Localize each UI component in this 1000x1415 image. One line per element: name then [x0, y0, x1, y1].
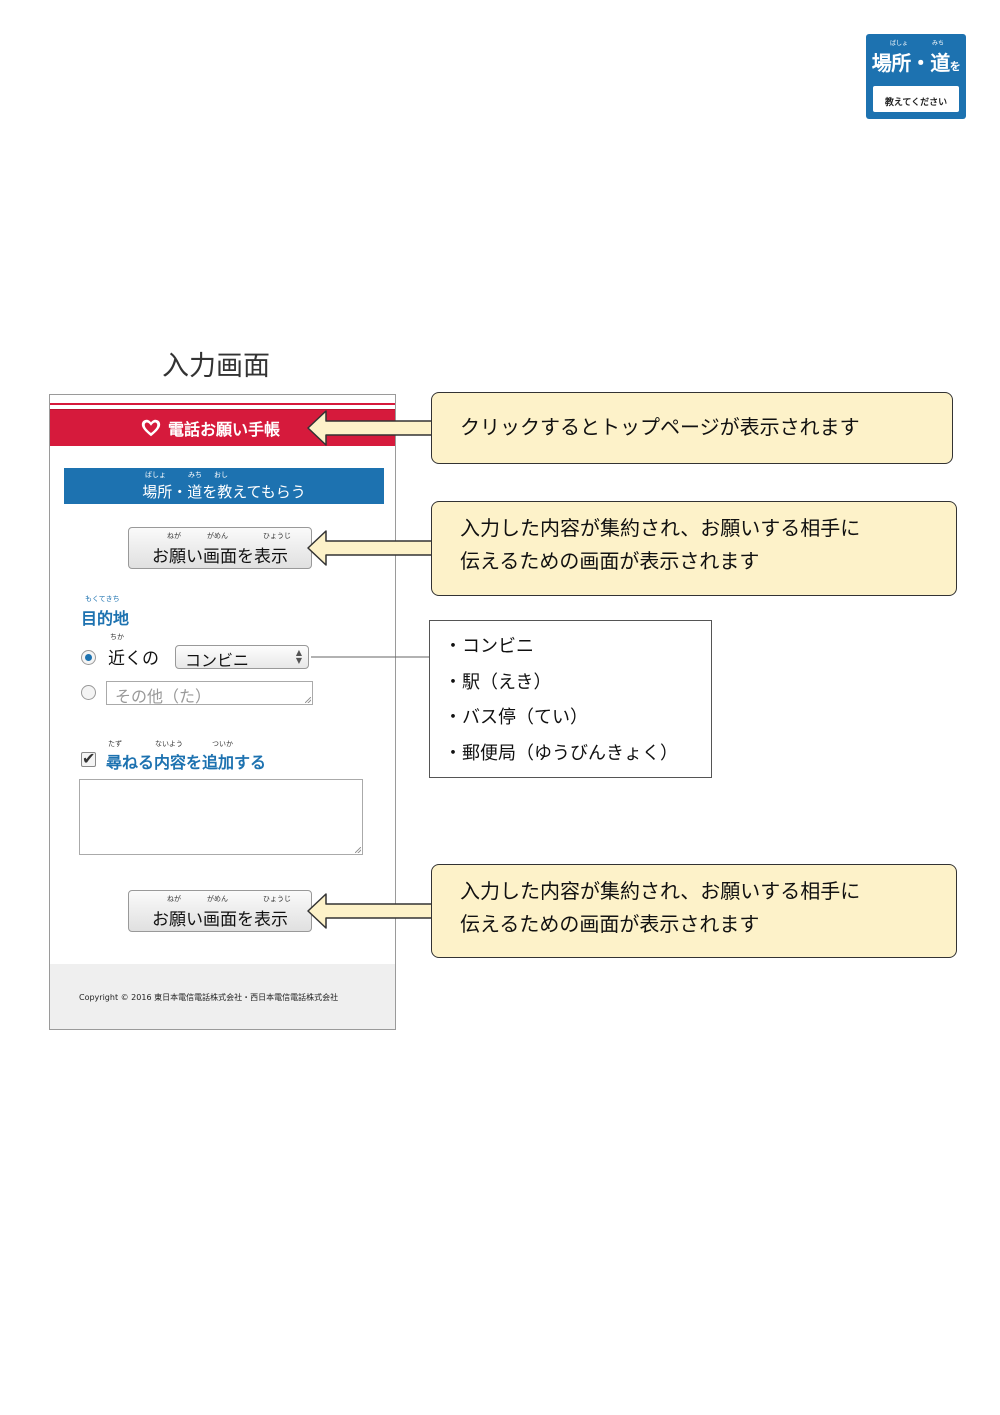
copyright-text: Copyright © 2016 東日本電信電話株式会社・西日本電信電話株式会社 — [79, 993, 339, 1002]
nearby-label: 近くの — [108, 649, 159, 669]
callout-button-top: 入力した内容が集約され、お願いする相手に 伝えるための画面が表示されます — [431, 501, 957, 596]
header-stripe-top — [50, 403, 395, 405]
badge-title: 場所・道を — [871, 51, 961, 75]
add-question-label: 尋ねる内容を追加する — [106, 753, 267, 772]
arrow-icon — [307, 893, 434, 929]
show-request-button-bottom[interactable]: ねが がめん ひょうじ お願い画面を表示 — [128, 890, 312, 932]
extra-ruby-2: ないよう — [155, 740, 183, 748]
header-logo-text: 電話お願い手帳 — [168, 420, 281, 439]
arrow-icon — [307, 410, 434, 446]
nearby-ruby: ちか — [110, 633, 124, 641]
list-item: ・コンビニ — [444, 636, 534, 657]
arrow-icon — [307, 530, 434, 566]
resize-grip-icon — [355, 847, 361, 853]
extra-ruby-1: たず — [108, 740, 122, 748]
show-request-button-top[interactable]: ねが がめん ひょうじ お願い画面を表示 — [128, 527, 312, 569]
button-label: お願い画面を表示 — [152, 910, 288, 930]
header-badge: ばしょ みち 場所・道を おし 教えてください — [866, 34, 966, 119]
callout-logo: クリックするとトップページが表示されます — [431, 392, 953, 464]
header-bar: 電話お願い手帳 — [50, 409, 395, 446]
list-item: ・郵便局（ゆうびんきょく） — [444, 742, 678, 764]
resize-grip-icon — [305, 697, 311, 703]
question-textarea[interactable] — [79, 779, 363, 855]
add-question-checkbox[interactable] — [81, 749, 96, 768]
place-select[interactable]: コンビニ ▲▼ — [175, 645, 309, 670]
nearby-radio[interactable] — [81, 650, 96, 665]
page-title: 入力画面 — [162, 351, 270, 382]
header-stripe-bottom — [50, 441, 395, 443]
button-label: お願い画面を表示 — [152, 547, 288, 567]
list-item: ・駅（えき） — [444, 671, 552, 693]
phone-screen: 電話お願い手帳 ばしょ みち おし 場所・道を教えてもらう ねが がめん ひょう… — [49, 394, 396, 1030]
other-radio[interactable] — [81, 685, 96, 700]
select-arrows-icon: ▲▼ — [295, 648, 302, 665]
heart-icon — [141, 419, 161, 437]
destination-ruby: もくてきち — [85, 595, 120, 603]
place-select-value: コンビニ — [185, 651, 250, 670]
destination-label: 目的地 — [81, 609, 130, 628]
other-place-placeholder: その他（た） — [115, 687, 212, 706]
category-title: 場所・道を教えてもらう — [142, 483, 306, 501]
footer: Copyright © 2016 東日本電信電話株式会社・西日本電信電話株式会社 — [50, 964, 395, 1029]
badge-subtitle: 教えてください — [873, 86, 959, 112]
select-options-list: ・コンビニ ・駅（えき） ・バス停（てい） ・郵便局（ゆうびんきょく） — [429, 620, 712, 778]
list-item: ・バス停（てい） — [444, 707, 588, 728]
other-place-input[interactable]: その他（た） — [106, 681, 313, 706]
callout-button-bottom: 入力した内容が集約され、お願いする相手に 伝えるための画面が表示されます — [431, 864, 957, 958]
extra-ruby-3: ついか — [212, 740, 233, 748]
home-logo-link[interactable]: 電話お願い手帳 — [140, 415, 280, 441]
category-bar: ばしょ みち おし 場所・道を教えてもらう — [64, 468, 384, 504]
